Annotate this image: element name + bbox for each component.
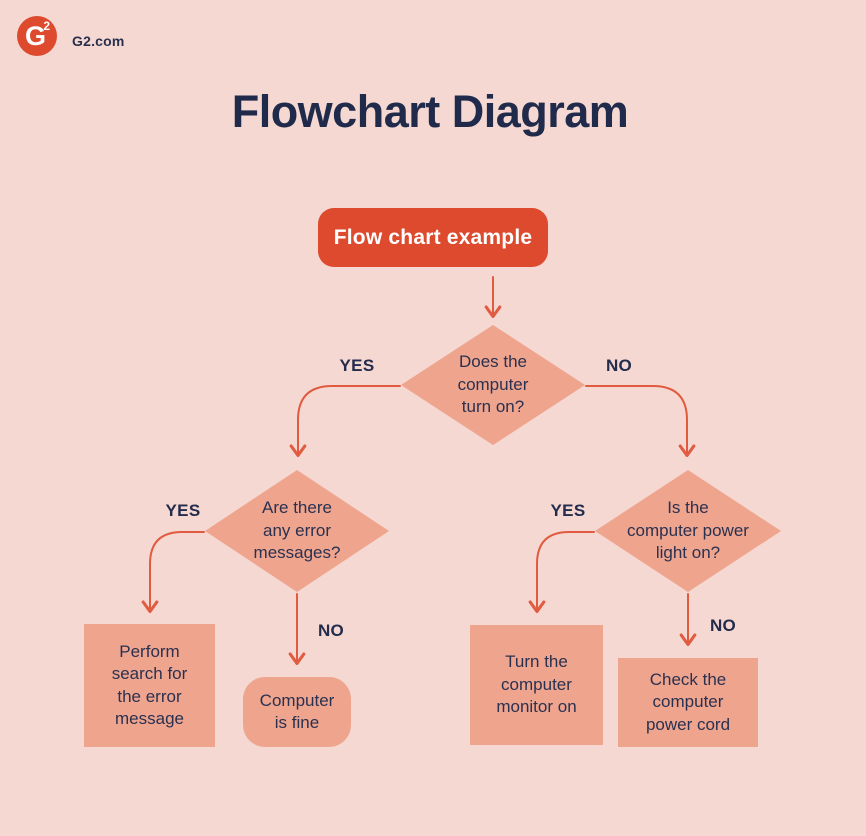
edge-yes-to-perform-search: [141, 531, 205, 614]
edge-label-yes-1: YES: [339, 356, 375, 375]
page-title: Flowchart Diagram: [231, 86, 629, 137]
g2-logo-superscript: 2: [43, 19, 50, 33]
edge-no-to-power-light: [585, 385, 696, 458]
process-check-power-cord: Check the computer power cord: [618, 658, 758, 747]
decision-any-error-messages: Are there any error messages?: [205, 470, 389, 592]
terminal-computer-is-fine: Computer is fine: [243, 677, 351, 747]
start-node: Flow chart example: [318, 208, 548, 267]
decision-power-light-on: Is the computer power light on?: [595, 470, 781, 592]
g2-logo-icon: G 2: [17, 16, 57, 56]
edge-label-no-2: NO: [317, 621, 345, 640]
edge-label-yes-3: YES: [550, 501, 586, 520]
decision-does-computer-turn-on: Does the computer turn on?: [401, 325, 585, 445]
process-turn-monitor-on: Turn the computer monitor on: [470, 625, 603, 745]
edge-label-no-3: NO: [709, 616, 737, 635]
g2-logo-letter: G: [25, 21, 47, 51]
process-perform-search: Perform search for the error message: [84, 624, 215, 747]
g2-site-label: G2.com: [72, 33, 125, 49]
edge-yes-to-turn-monitor: [528, 531, 595, 614]
edge-label-no-1: NO: [605, 356, 633, 375]
edge-yes-to-error-messages: [289, 385, 401, 458]
edge-label-yes-2: YES: [165, 501, 201, 520]
